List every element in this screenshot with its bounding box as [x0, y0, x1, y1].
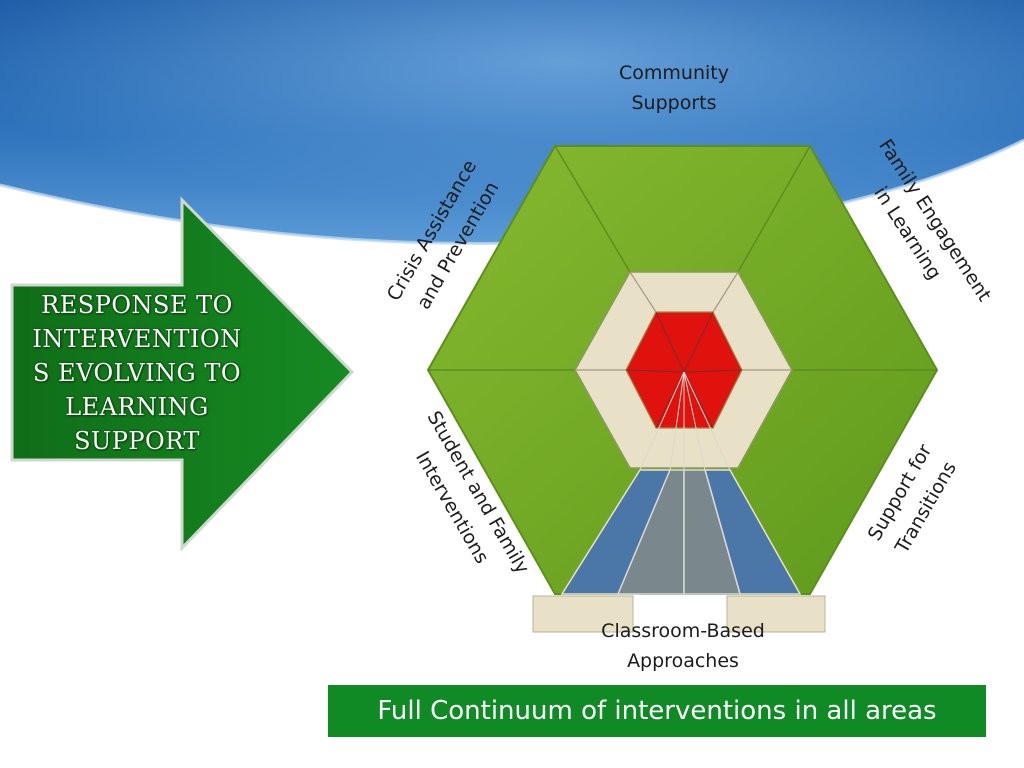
- label-community-supports: Community Supports: [619, 62, 729, 114]
- arrow-title: RESPONSE TO INTERVENTION S EVOLVING TO L…: [18, 288, 256, 458]
- arrow-line: RESPONSE TO: [41, 291, 233, 319]
- continuum-banner: Full Continuum of interventions in all a…: [328, 685, 986, 737]
- label-classroom-based: Classroom-Based Approaches: [601, 620, 765, 672]
- arrow-line: SUPPORT: [74, 427, 200, 455]
- arrow-line: INTERVENTION: [32, 325, 242, 353]
- arrow-shape: [10, 196, 355, 552]
- arrow-line: LEARNING: [65, 393, 209, 421]
- arrow-line: S EVOLVING TO: [32, 359, 242, 387]
- bottom-box-left: [532, 595, 634, 633]
- bottom-box-right: [726, 595, 826, 633]
- header-glow: [0, 0, 1024, 244]
